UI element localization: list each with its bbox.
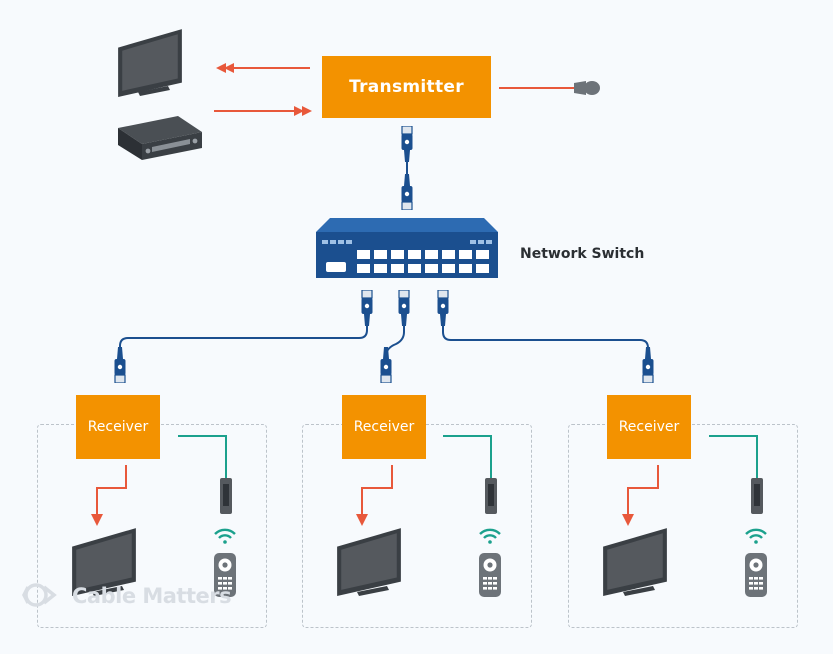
network-switch-icon [316, 218, 498, 278]
ir-cable [178, 435, 758, 478]
ethernet-plug-icon [401, 173, 413, 210]
ir-receiver-icon [485, 478, 497, 514]
display-tv-icon [72, 528, 136, 596]
network-switch-label: Network Switch [520, 246, 645, 262]
ethernet-plug-icon [380, 346, 392, 383]
ir-receiver-icon [220, 478, 232, 514]
hdmi-in-arrow [214, 106, 312, 116]
ethernet-plug-icon [401, 126, 413, 163]
ethernet-cable-uplink [401, 126, 413, 210]
transmitter-box: Transmitter [322, 56, 491, 118]
ir-signal-icon [213, 528, 237, 544]
ethernet-plug-icon [437, 290, 449, 327]
av-receiver-icon [118, 116, 202, 160]
receiver-box-2: Receiver [342, 395, 426, 459]
ir-blaster-icon [499, 81, 600, 95]
ethernet-plug-icon [361, 290, 373, 327]
ethernet-plug-icon [114, 346, 126, 383]
receiver-box-3: Receiver [607, 395, 691, 459]
ir-signal-icon [744, 528, 768, 544]
watermark-text: Cable Matters [72, 584, 232, 608]
watermark-logo-icon [22, 583, 57, 607]
ethernet-plug-icon [398, 290, 410, 327]
hdmi-out-arrow [216, 63, 310, 73]
ethernet-plug-icon [642, 346, 654, 383]
remote-control-icon [479, 553, 501, 597]
remote-control-icon [745, 553, 767, 597]
display-tv-icon [603, 528, 667, 596]
source-tv-icon [118, 29, 182, 97]
ir-signal-icon [478, 528, 502, 544]
ir-receiver-icon [751, 478, 763, 514]
hdmi-output-arrow [96, 465, 659, 514]
display-tv-icon [337, 528, 401, 596]
receiver-box-1: Receiver [76, 395, 160, 459]
